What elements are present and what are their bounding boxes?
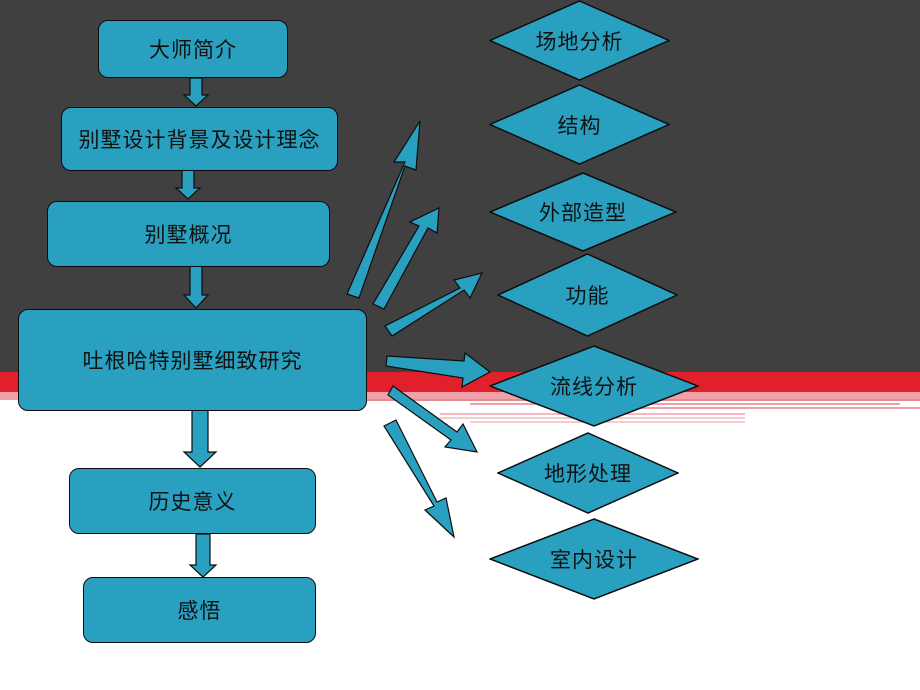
diamond-form-label: 外部造型: [539, 201, 627, 225]
diamond-form: 外部造型: [489, 172, 677, 252]
box-history: 历史意义: [69, 468, 316, 534]
box-background: 别墅设计背景及设计理念: [61, 107, 338, 171]
box-overview: 别墅概况: [47, 201, 330, 267]
box-research-label: 吐根哈特别墅细致研究: [82, 349, 303, 373]
diamond-function: 功能: [497, 253, 678, 337]
box-history-label: 历史意义: [148, 490, 237, 514]
box-intro: 大师简介: [98, 20, 288, 78]
box-research: 吐根哈特别墅细致研究: [18, 309, 367, 411]
diamond-structure: 结构: [489, 84, 670, 165]
diamond-circulation: 流线分析: [489, 345, 699, 427]
diamond-function-label: 功能: [565, 284, 610, 308]
diamond-interior: 室内设计: [489, 518, 699, 600]
diamond-site: 场地分析: [489, 0, 670, 81]
box-overview-label: 别墅概况: [144, 223, 233, 247]
diamond-terrain: 地形处理: [497, 432, 679, 514]
box-intro-label: 大师简介: [149, 38, 237, 62]
diamond-interior-label: 室内设计: [550, 548, 638, 572]
box-background-label: 别墅设计背景及设计理念: [78, 128, 321, 152]
diamond-circulation-label: 流线分析: [550, 375, 638, 399]
box-reflection: 感悟: [83, 577, 316, 643]
box-reflection-label: 感悟: [177, 599, 222, 623]
diamond-terrain-label: 地形处理: [544, 462, 632, 486]
diamond-site-label: 场地分析: [535, 29, 624, 54]
diamond-structure-label: 结构: [557, 113, 602, 138]
